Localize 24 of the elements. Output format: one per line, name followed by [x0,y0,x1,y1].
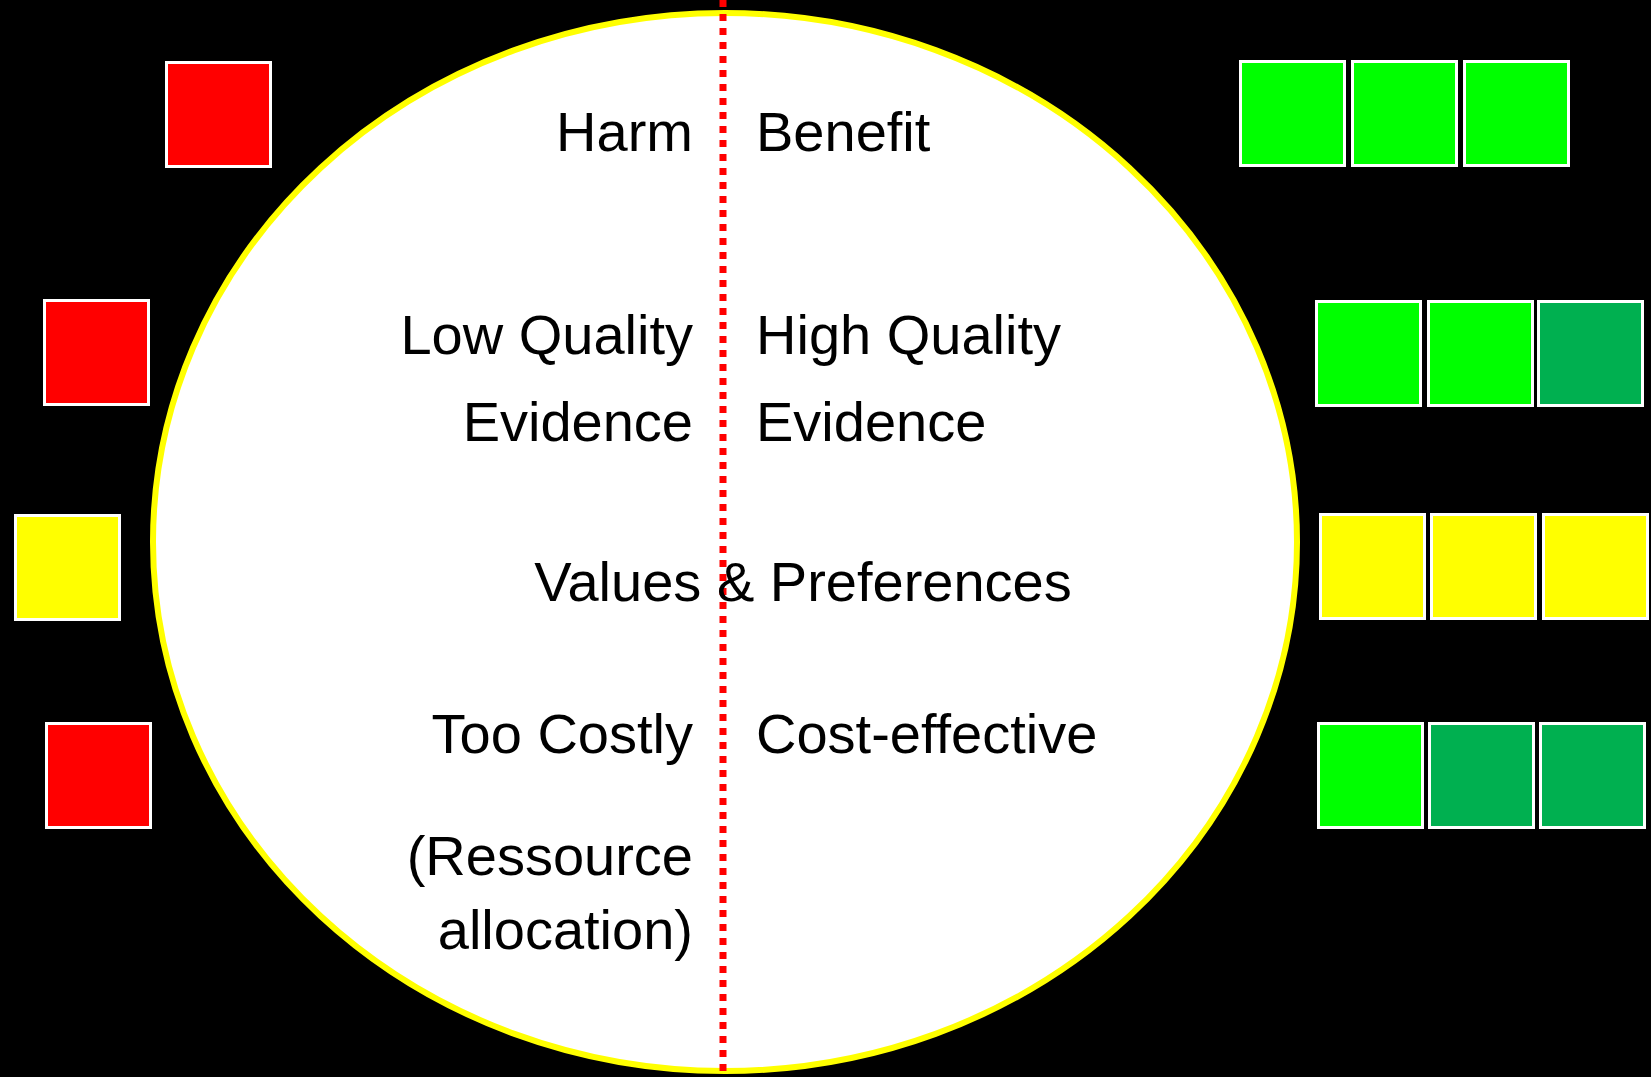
rating-square [1430,513,1537,620]
rating-square [1317,722,1424,829]
rating-square [1319,513,1426,620]
criterion-label: Low Quality Evidence [399,302,693,455]
rating-square [43,299,150,406]
criterion-label: High Quality Evidence [756,302,1063,455]
criterion-label: Too Costly [430,701,693,767]
rating-square [1539,722,1646,829]
rating-square [1463,60,1570,167]
rating-square [1315,300,1422,407]
rating-square [1537,300,1644,407]
rating-square [1428,722,1535,829]
criterion-label: (Ressource allocation) [405,823,693,963]
rating-square [1351,60,1458,167]
rating-square [45,722,152,829]
rating-square [165,61,272,168]
criterion-label: Harm [555,99,693,165]
rating-square [1427,300,1534,407]
rating-square [14,514,121,621]
rating-square [1239,60,1346,167]
criterion-label: Benefit [756,99,932,165]
rating-square [1542,513,1649,620]
criterion-label: Values & Preferences [533,549,1073,615]
criterion-label: Cost-effective [756,701,1099,767]
